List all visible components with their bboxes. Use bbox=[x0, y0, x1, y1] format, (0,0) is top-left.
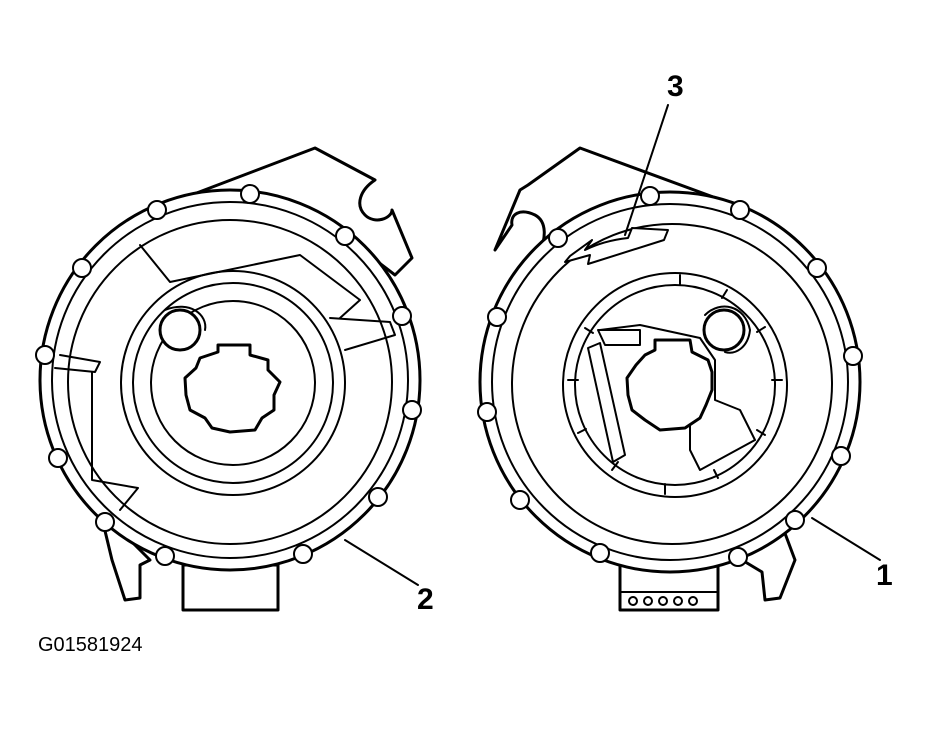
left-housing-pad-bottom bbox=[91, 371, 139, 511]
right-housing-hub-mid bbox=[574, 284, 776, 486]
figure-id: G01581924 bbox=[38, 634, 143, 656]
right-housing-slot-guide bbox=[597, 329, 641, 346]
callout-2-label: 2 bbox=[417, 583, 434, 616]
left-housing-port-collar bbox=[164, 305, 207, 331]
right-housing-slot bbox=[587, 342, 626, 463]
right-housing-face bbox=[511, 223, 833, 545]
left-housing-pad-left bbox=[54, 354, 101, 373]
leader-line-2 bbox=[344, 539, 419, 586]
right-housing-hub-outer bbox=[562, 272, 788, 498]
left-housing-face bbox=[67, 219, 393, 545]
left-housing-pad-top bbox=[139, 244, 361, 319]
left-housing-pad-right bbox=[329, 317, 396, 351]
left-housing-hub-mid bbox=[132, 282, 334, 484]
right-housing-connector-pins bbox=[619, 591, 719, 606]
left-housing-hub-inner bbox=[150, 300, 316, 466]
right-housing-inner-segment bbox=[599, 324, 756, 471]
right-housing-inner-flange bbox=[491, 203, 849, 561]
leader-line-3 bbox=[624, 104, 669, 236]
right-housing-port bbox=[702, 308, 746, 352]
leader-lines bbox=[344, 104, 881, 586]
right-housing bbox=[477, 146, 863, 612]
right-housing-bolts bbox=[477, 186, 863, 567]
right-housing-port-collar bbox=[704, 305, 751, 354]
right-housing-hub-ticks bbox=[567, 274, 783, 495]
callout-3-label: 3 bbox=[667, 70, 684, 103]
right-housing-spline-bore bbox=[625, 338, 714, 432]
left-housing-bottom-lug bbox=[98, 508, 152, 602]
left-housing-spline-bore bbox=[183, 343, 282, 434]
leader-line-1 bbox=[811, 517, 881, 561]
rotation-direction-arrow bbox=[564, 227, 669, 265]
left-housing bbox=[35, 146, 422, 612]
left-housing-hub-outer bbox=[120, 270, 346, 496]
left-housing-port bbox=[158, 308, 202, 352]
callout-1-label: 1 bbox=[876, 559, 893, 592]
left-housing-connector-block bbox=[181, 563, 280, 612]
left-housing-bolts bbox=[35, 184, 422, 566]
left-housing-inner-flange bbox=[51, 201, 409, 559]
